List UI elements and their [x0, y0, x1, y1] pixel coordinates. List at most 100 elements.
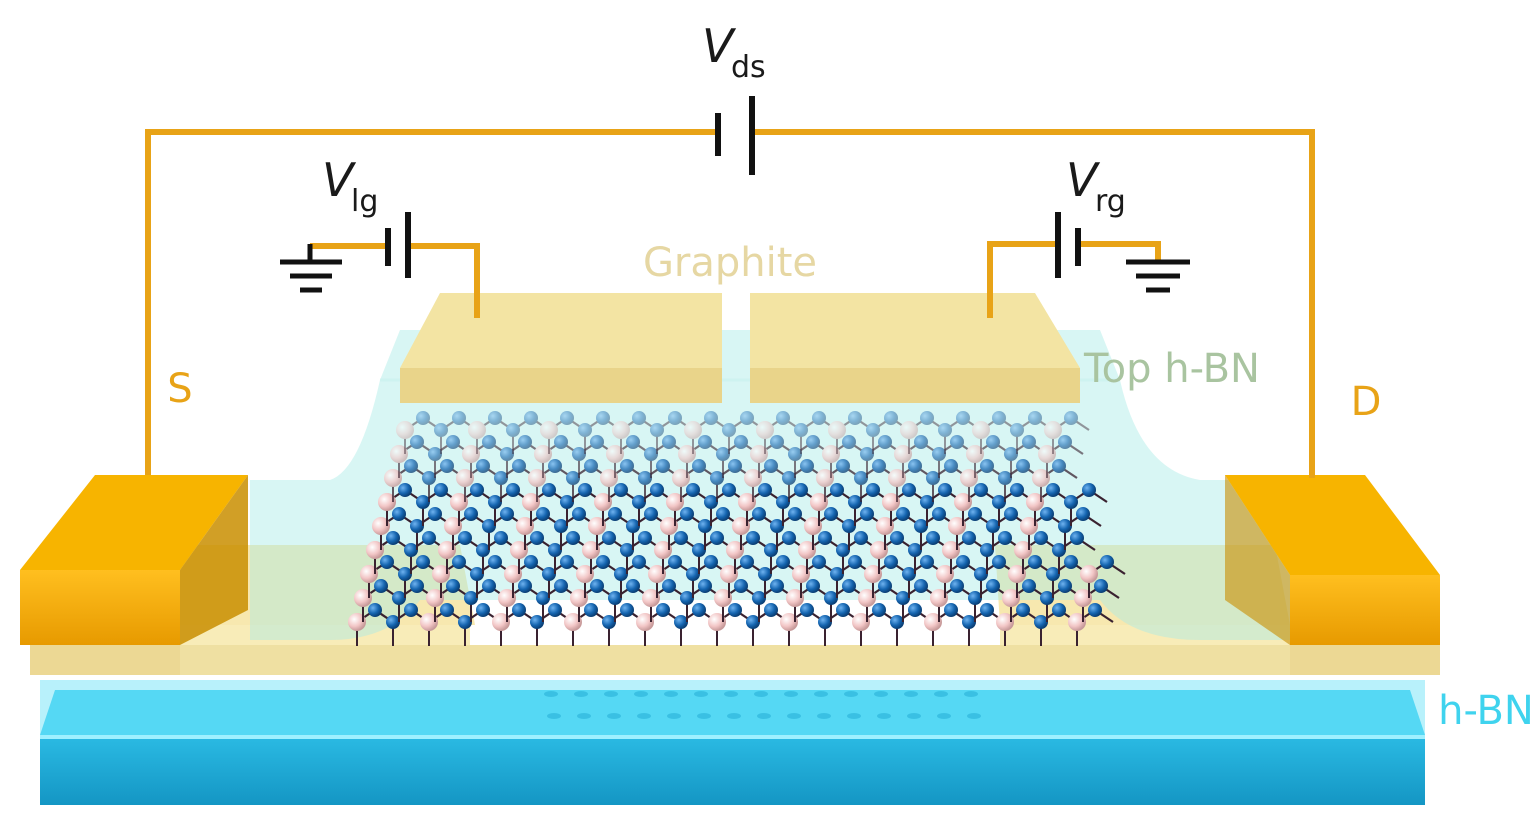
atom-blue	[704, 555, 718, 569]
lattice-row	[384, 459, 1078, 502]
atom-blue	[920, 495, 934, 509]
atom-blue	[1004, 447, 1018, 461]
imprint-dot	[604, 691, 618, 697]
atom-blue	[428, 447, 442, 461]
atom-blue	[1040, 507, 1054, 521]
atom-blue	[380, 555, 394, 569]
atom-blue	[980, 543, 994, 557]
atom-pink	[510, 541, 528, 559]
atom-blue	[692, 543, 706, 557]
imprint-dot	[544, 691, 558, 697]
atom-blue	[398, 483, 412, 497]
atom-blue	[1058, 579, 1072, 593]
atom-blue	[1046, 483, 1060, 497]
atom-pink	[882, 493, 900, 511]
atom-blue	[908, 543, 922, 557]
atom-blue	[986, 519, 1000, 533]
atom-blue	[434, 483, 448, 497]
atom-blue	[458, 531, 472, 545]
atom-blue	[590, 435, 604, 449]
atom-blue	[806, 579, 820, 593]
atom-blue	[920, 555, 934, 569]
atom-blue	[818, 615, 832, 629]
atom-pink	[1044, 421, 1062, 439]
atom-blue	[842, 579, 856, 593]
atom-blue	[632, 411, 646, 425]
atom-blue	[962, 615, 976, 629]
atom-blue	[722, 483, 736, 497]
atom-pink	[996, 613, 1014, 631]
atom-pink	[942, 541, 960, 559]
atom-blue	[578, 483, 592, 497]
atom-pink	[570, 589, 588, 607]
atom-blue	[1016, 603, 1030, 617]
atom-blue	[710, 531, 724, 545]
imprint-dot	[754, 691, 768, 697]
imprint-dot	[547, 713, 561, 719]
imprint-dot	[637, 713, 651, 719]
atom-blue	[530, 531, 544, 545]
atom-pink	[522, 493, 540, 511]
atom-blue	[782, 471, 796, 485]
atom-blue	[758, 567, 772, 581]
atom-blue	[1034, 531, 1048, 545]
vrg-subscript: rg	[1095, 184, 1126, 219]
atom-pink	[1008, 565, 1026, 583]
imprint-dot	[817, 713, 831, 719]
atom-blue	[542, 483, 556, 497]
atom-blue	[884, 411, 898, 425]
atom-blue	[530, 615, 544, 629]
atom-blue	[524, 555, 538, 569]
atom-pink	[972, 421, 990, 439]
atom-blue	[548, 459, 562, 473]
atom-blue	[836, 603, 850, 617]
atom-blue	[620, 459, 634, 473]
atom-blue	[1010, 483, 1024, 497]
atom-blue	[932, 507, 946, 521]
atom-blue	[992, 555, 1006, 569]
atom-blue	[980, 603, 994, 617]
atom-blue	[548, 543, 562, 557]
atom-blue	[866, 423, 880, 437]
atom-pink	[876, 517, 894, 535]
atom-blue	[584, 459, 598, 473]
atom-blue	[878, 579, 892, 593]
atom-blue	[932, 447, 946, 461]
atom-blue	[572, 507, 586, 521]
atom-pink	[786, 589, 804, 607]
atom-blue	[1064, 495, 1078, 509]
atom-blue	[872, 459, 886, 473]
imprint-dot	[904, 691, 918, 697]
atom-blue	[500, 507, 514, 521]
atom-pink	[444, 517, 462, 535]
atom-blue	[392, 507, 406, 521]
atom-blue	[1058, 435, 1072, 449]
imprint-dot	[937, 713, 951, 719]
atom-blue	[770, 579, 784, 593]
atom-blue	[554, 519, 568, 533]
atom-pink	[780, 613, 798, 631]
atom-pink	[606, 445, 624, 463]
battery-vds	[715, 96, 755, 175]
atom-blue	[1040, 591, 1054, 605]
atom-blue	[698, 435, 712, 449]
atom-blue	[788, 447, 802, 461]
atom-blue	[632, 555, 646, 569]
atom-blue	[1046, 567, 1060, 581]
atom-blue	[908, 459, 922, 473]
atom-blue	[1028, 555, 1042, 569]
atom-blue	[512, 603, 526, 617]
atom-blue	[800, 603, 814, 617]
battery-vrg	[1055, 212, 1081, 278]
atom-blue	[500, 447, 514, 461]
imprint-dot	[814, 691, 828, 697]
atom-pink	[666, 493, 684, 511]
atom-pink	[948, 517, 966, 535]
atom-blue	[512, 459, 526, 473]
atom-pink	[582, 541, 600, 559]
atom-blue	[1064, 555, 1078, 569]
atom-blue	[716, 447, 730, 461]
atom-pink	[870, 541, 888, 559]
atom-pink	[810, 493, 828, 511]
atom-blue	[956, 555, 970, 569]
